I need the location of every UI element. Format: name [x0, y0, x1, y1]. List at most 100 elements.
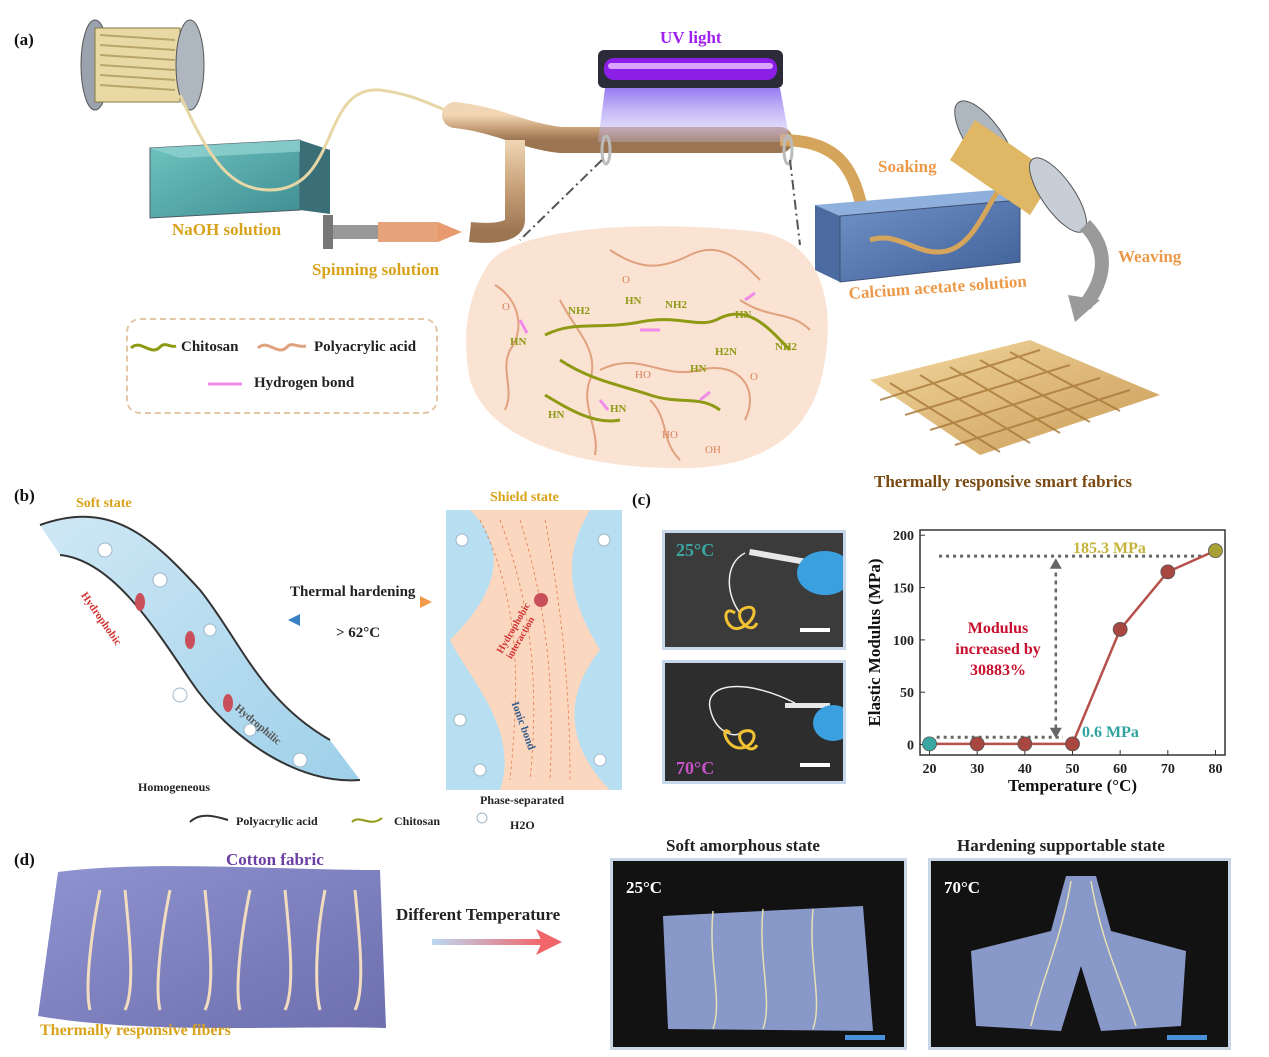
panel-a-legend [126, 318, 438, 414]
legend-chitosan-b: Chitosan [394, 814, 441, 828]
x-tick-label: 60 [1113, 762, 1127, 777]
syringe-icon [323, 215, 462, 249]
hardening-supportable-title: Hardening supportable state [957, 836, 1165, 855]
legend-swatches [129, 343, 307, 386]
x-axis-label: Temperature (°C) [1008, 776, 1137, 795]
chem-label: NH2 [665, 299, 688, 311]
modulus-data-point [1208, 543, 1223, 559]
weaving-label: Weaving [1118, 247, 1182, 266]
chem-label: O [750, 371, 758, 383]
fiber-photo-25c [662, 530, 853, 650]
threshold-temperature: > 62°C [336, 625, 381, 641]
chem-label: HO [662, 429, 678, 441]
uv-light-label: UV light [660, 28, 722, 47]
chem-label: HN [625, 295, 642, 307]
cotton-fabric-label: Cotton fabric [226, 850, 324, 869]
different-temperature-label: Different Temperature [396, 905, 561, 924]
knot-icon [724, 549, 853, 632]
hard-photo-temp: 70°C [944, 878, 981, 897]
panel-d-label: (d) [14, 850, 35, 869]
chem-label: HO [635, 369, 651, 381]
arrow-head-up [1049, 558, 1062, 569]
soaking-label: Soaking [878, 157, 937, 176]
chitosan-swatch [129, 343, 177, 352]
modulus-data-point [1112, 622, 1128, 637]
chem-label: HN [610, 403, 627, 415]
chem-label: OH [705, 444, 721, 456]
x-tick-label: 30 [970, 762, 984, 777]
thermal-hardening-label: Thermal hardening [290, 584, 416, 600]
cotton-fabric-illustration [38, 866, 386, 1029]
x-tick-label: 70 [1161, 762, 1175, 777]
phase-separated-label: Phase-separated [480, 793, 564, 807]
y-tick-label: 50 [900, 686, 914, 701]
y-tick-label: 100 [893, 634, 914, 649]
uv-lamp-icon [598, 50, 790, 142]
panel-a-label: (a) [14, 30, 34, 49]
chem-label: NH2 [775, 341, 798, 353]
woven-fabric-illustration [870, 340, 1160, 455]
modulus-data-point [1160, 564, 1176, 580]
x-tick-label: 50 [1066, 762, 1080, 777]
fabric-draped-illustration [663, 906, 885, 1040]
legend-chitosan: Chitosan [181, 339, 239, 355]
chem-label: HN [510, 336, 527, 348]
soft-state-label: Soft state [76, 496, 132, 511]
x-tick-label: 40 [1018, 762, 1032, 777]
chem-label: O [502, 301, 510, 313]
panel-b-label: (b) [14, 486, 35, 505]
annotation-max-modulus: 185.3 MPa [1073, 540, 1146, 557]
y-tick-label: 200 [893, 529, 914, 544]
legend-paa-b: Polyacrylic acid [236, 814, 318, 828]
spinning-setup-illustration: NH2 NH2 NH2 HN HN HN H2N HN HN HN O O O … [80, 19, 1160, 469]
y-tick-label: 150 [893, 582, 914, 597]
smart-fabrics-caption: Thermally responsive smart fabrics [874, 472, 1132, 491]
photo-temp-70c: 70°C [676, 758, 715, 778]
homogeneous-label: Homogeneous [138, 780, 210, 794]
annotation-line: increased by [955, 641, 1041, 658]
shield-state-label: Shield state [490, 490, 559, 505]
annotation-line: Modulus [967, 620, 1029, 637]
annotation-line: 30883% [970, 662, 1026, 679]
soft-amorphous-title: Soft amorphous state [666, 836, 820, 855]
chem-label: H2N [715, 346, 737, 358]
modulus-data-point [1065, 736, 1080, 752]
chem-label: HN [690, 363, 707, 375]
fabric-photo-25c [610, 858, 907, 1050]
right-spool-icon [950, 100, 1087, 233]
legend-hbond: Hydrogen bond [254, 375, 355, 391]
right-arrow-icon [432, 929, 562, 955]
left-spool-icon [80, 19, 205, 111]
fabric-tent-illustration [971, 876, 1207, 1040]
paa-swatch [256, 343, 307, 352]
modulus-data-point [1017, 736, 1033, 752]
spinning-solution-label: Spinning solution [312, 260, 440, 279]
x-tick-label: 80 [1208, 762, 1222, 777]
calcium-acetate-tank [815, 190, 1021, 283]
thermally-responsive-fibers-label: Thermally responsive fibers [40, 1022, 231, 1039]
x-tick-label: 20 [923, 762, 937, 777]
chem-label: O [622, 274, 630, 286]
fiber-photo-70c [662, 660, 853, 784]
molecular-network-diagram: NH2 NH2 NH2 HN HN HN H2N HN HN HN O O O … [466, 226, 828, 469]
y-tick-label: 0 [907, 739, 914, 754]
arrow-head-down [1049, 727, 1062, 739]
photo-temp-25c: 25°C [676, 540, 715, 560]
legend-paa: Polyacrylic acid [314, 339, 417, 355]
chem-label: HN [548, 409, 565, 421]
chem-label: HN [735, 309, 752, 321]
naoh-tank [149, 139, 330, 219]
annotation-modulus-increase: Modulus increased by 30883% [944, 618, 1052, 681]
modulus-data-point [969, 736, 985, 752]
panel-c-label: (c) [632, 490, 651, 509]
chem-label: NH2 [568, 305, 591, 317]
naoh-solution-label: NaOH solution [172, 220, 282, 239]
annotation-min-modulus: 0.6 MPa [1082, 724, 1139, 741]
soft-photo-temp: 25°C [626, 878, 663, 897]
phase-transition-diagram [39, 510, 622, 824]
legend-water-b: H2O [510, 818, 535, 832]
y-axis-label: Elastic Modulus (MPa) [865, 558, 884, 726]
modulus-data-point [922, 736, 937, 752]
fabric-photo-70c [928, 858, 1231, 1050]
